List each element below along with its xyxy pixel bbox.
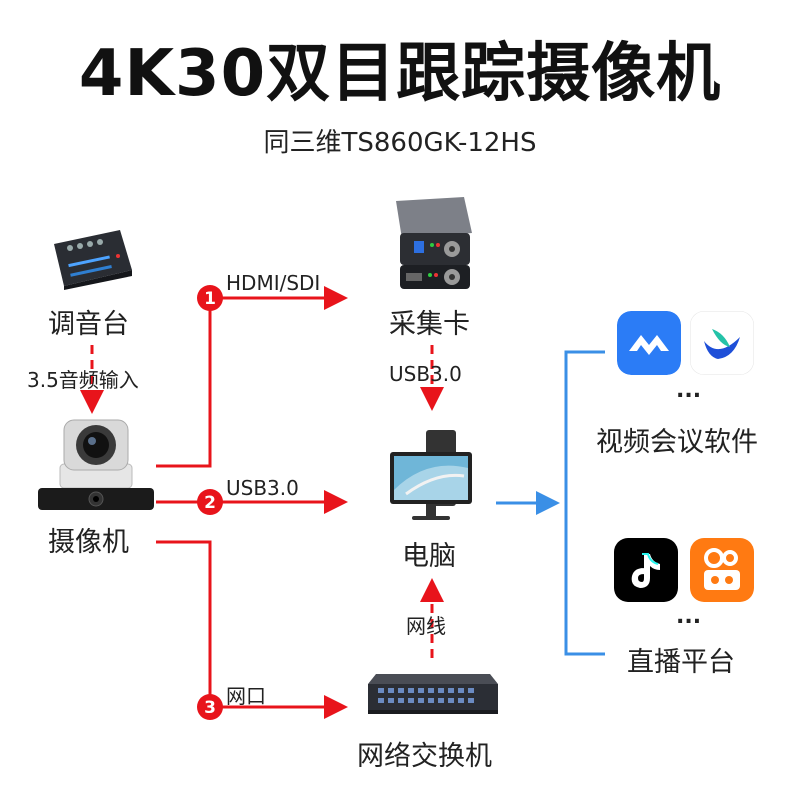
badge-1: 1 — [197, 285, 223, 311]
usb-capture-label: USB3.0 — [389, 362, 462, 386]
camera-label: 摄像机 — [48, 527, 129, 558]
switch-label: 网络交换机 — [357, 741, 492, 772]
conference-ellipsis: ... — [676, 378, 702, 403]
capture-card-icon — [396, 197, 472, 289]
computer-icon — [390, 430, 472, 520]
capture-card-label: 采集卡 — [389, 309, 470, 340]
page-title: 4K30双目跟踪摄像机 — [78, 37, 722, 111]
badge-2: 2 — [197, 489, 223, 515]
network-cable-label: 网线 — [406, 614, 446, 638]
svg-text:1: 1 — [204, 289, 216, 309]
lan-port-label: 网口 — [226, 684, 266, 708]
hdmi-sdi-line — [156, 286, 348, 468]
page-subtitle: 同三维TS860GK-12HS — [263, 128, 537, 158]
audio-mixer-icon — [54, 230, 132, 290]
lan-line — [156, 540, 348, 719]
computer-label: 电脑 — [402, 541, 456, 572]
audio-in-label: 3.5音频输入 — [27, 368, 139, 392]
conference-software-label: 视频会议软件 — [596, 427, 758, 458]
live-ellipsis: ... — [676, 604, 702, 629]
feishu-icon — [690, 311, 754, 375]
tiktok-icon — [614, 538, 678, 602]
network-switch-icon — [368, 674, 498, 714]
ptz-camera-icon — [38, 419, 154, 510]
output-bracket — [564, 350, 605, 656]
badge-3: 3 — [197, 694, 223, 720]
svg-text:2: 2 — [204, 493, 216, 513]
svg-text:3: 3 — [204, 698, 216, 718]
mixer-label: 调音台 — [48, 309, 129, 340]
tencent-meeting-icon — [617, 311, 681, 375]
kuaishou-icon — [690, 538, 754, 602]
usb-camera-label: USB3.0 — [226, 476, 299, 500]
hdmi-sdi-label: HDMI/SDI — [226, 271, 321, 295]
live-platform-label: 直播平台 — [627, 647, 735, 678]
